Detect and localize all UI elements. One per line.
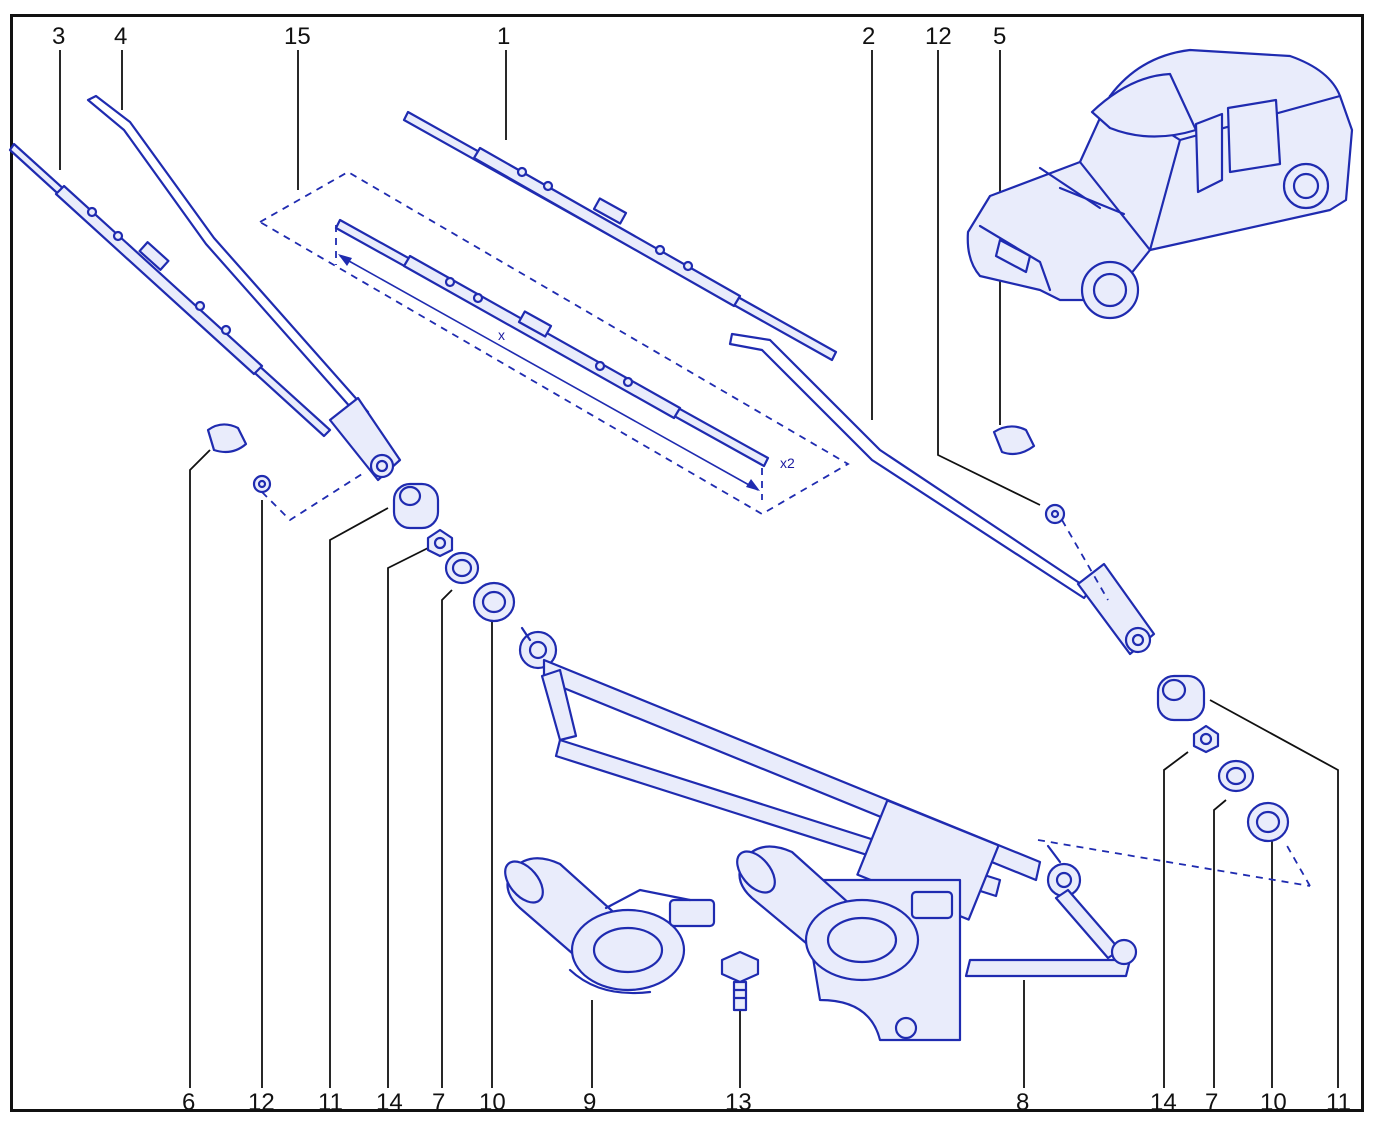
label-10-right: 10 [1260, 1089, 1287, 1116]
wiper-blade-1 [402, 110, 838, 362]
label-13: 13 [725, 1089, 752, 1116]
nut-12-left [252, 474, 272, 494]
label-15: 15 [284, 23, 311, 50]
wiper-blade-3 [8, 142, 332, 438]
label-5: 5 [993, 23, 1006, 50]
label-9: 9 [583, 1089, 596, 1116]
top-labels: 3 4 15 1 2 12 5 [52, 23, 1006, 50]
quantity-label: x2 [780, 455, 795, 471]
label-3: 3 [52, 23, 65, 50]
label-14-left: 14 [376, 1089, 403, 1116]
wiper-arm-4 [86, 94, 402, 482]
spindle-parts-left [392, 482, 516, 623]
bolt-13 [720, 950, 760, 1012]
dimension-x: x x2 [335, 225, 795, 500]
label-4: 4 [114, 23, 127, 50]
cap-6 [206, 423, 248, 454]
label-12-bottom: 12 [248, 1089, 275, 1116]
label-6: 6 [182, 1089, 195, 1116]
spindle-parts-right [1156, 674, 1290, 843]
wiper-arm-2 [728, 332, 1156, 656]
wiper-motor-9 [504, 857, 716, 995]
label-10-left: 10 [479, 1089, 506, 1116]
label-8: 8 [1016, 1089, 1029, 1116]
label-2: 2 [862, 23, 875, 50]
label-12-top: 12 [925, 23, 952, 50]
bottom-labels: 6 12 11 14 7 10 9 13 8 14 7 10 11 [182, 1089, 1351, 1116]
leader-lines [59, 50, 1339, 1088]
car-illustration [966, 48, 1354, 320]
wiper-motor-mounted [736, 845, 954, 982]
blade-kit-outline [258, 170, 850, 516]
label-7-right: 7 [1205, 1089, 1218, 1116]
wiper-blade-kit [334, 218, 770, 468]
dimension-label: x [498, 327, 505, 343]
label-11-left: 11 [318, 1089, 343, 1116]
nut-12-right [1044, 503, 1066, 525]
label-11-right: 11 [1326, 1089, 1351, 1116]
label-7-left: 7 [432, 1089, 445, 1116]
cap-5 [992, 425, 1036, 456]
label-14-right: 14 [1150, 1089, 1177, 1116]
label-1: 1 [497, 23, 510, 50]
